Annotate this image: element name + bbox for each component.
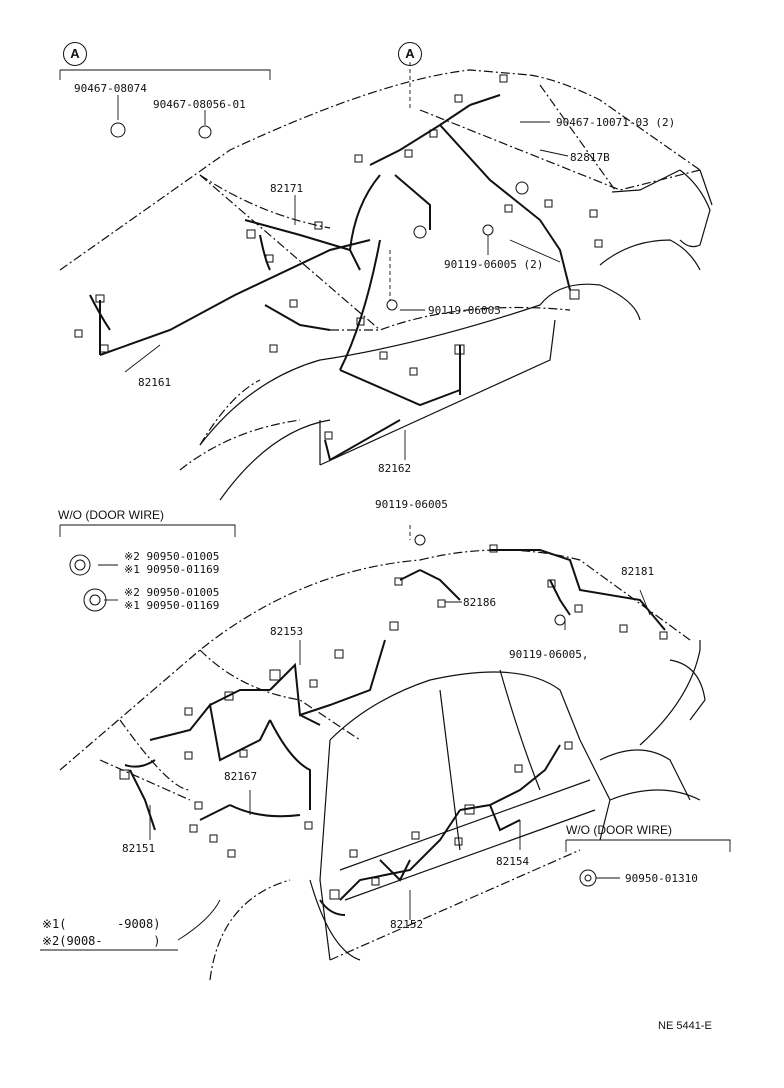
- part-82154-label: 82154: [496, 855, 530, 868]
- note-1: ※1( -9008): [42, 917, 161, 931]
- top-connectors: [74, 74, 603, 440]
- clip-90467-08056-01-label: 90467-08056-01: [153, 98, 246, 111]
- bolt-90119-06005-x2-label: 90119-06005 (2): [444, 258, 544, 271]
- part-82152-label: 82152: [390, 918, 424, 931]
- bottom-harness-82186: [399, 569, 461, 601]
- grommet-b-line2: ※1 90950-01169: [124, 599, 220, 612]
- part-82167-label: 82167: [224, 770, 258, 783]
- top-leader-lines: [59, 62, 569, 460]
- clip-90467-10071-03-label: 90467-10071-03 (2): [556, 116, 676, 129]
- callout-a-right: A: [398, 42, 422, 66]
- grommet-90950-01310-label: 90950-01310: [625, 872, 698, 885]
- bottom-harness-82153: [209, 639, 386, 726]
- top-harness-82161: [89, 239, 371, 356]
- part-82181-label: 82181: [621, 565, 655, 578]
- part-82171-label: 82171: [270, 182, 304, 195]
- wo-door-wire-heading-right: W/O (DOOR WIRE): [566, 823, 672, 837]
- bottom-connectors: [69, 534, 668, 900]
- bottom-leader-lines: [59, 524, 731, 941]
- part-82151-label: 82151: [122, 842, 156, 855]
- top-harness-82162: [264, 239, 461, 462]
- part-82153-label: 82153: [270, 625, 304, 638]
- grommet-a-line2: ※1 90950-01169: [124, 563, 220, 576]
- grommet-a-line1: ※2 90950-01005: [124, 550, 220, 563]
- part-82162-label: 82162: [378, 462, 412, 475]
- figure-code: NE 5441-E: [658, 1020, 712, 1032]
- part-82186-label: 82186: [463, 596, 497, 609]
- callout-a-left: A: [63, 42, 87, 66]
- bolt-top-label: 90119-06005: [375, 498, 448, 511]
- wo-door-wire-heading-left: W/O (DOOR WIRE): [58, 508, 164, 522]
- top-harness-82171: [244, 174, 381, 271]
- bolt-mid-label: 90119-06005,: [509, 648, 589, 661]
- top-car-body-solid: [199, 169, 713, 501]
- bottom-harness-82152: [319, 809, 461, 916]
- bottom-harness-82151: [124, 759, 156, 831]
- bottom-car-body-outline: [59, 549, 691, 981]
- bottom-harness-82154: [459, 744, 561, 832]
- top-car-body-outline: [59, 69, 701, 471]
- note-2: ※2(9008- ): [42, 934, 161, 948]
- part-82161-label: 82161: [138, 376, 172, 389]
- bottom-harness-82167: [149, 702, 311, 821]
- bottom-harness-82181: [490, 549, 666, 631]
- clip-90467-08074-label: 90467-08074: [74, 82, 147, 95]
- bottom-car-body-solid: [309, 640, 706, 961]
- top-harness-roof: [369, 94, 571, 291]
- grommet-b-line1: ※2 90950-01005: [124, 586, 220, 599]
- part-82817b-label: 82817B: [570, 151, 610, 164]
- bolt-90119-06005-label: 90119-06005: [428, 304, 501, 317]
